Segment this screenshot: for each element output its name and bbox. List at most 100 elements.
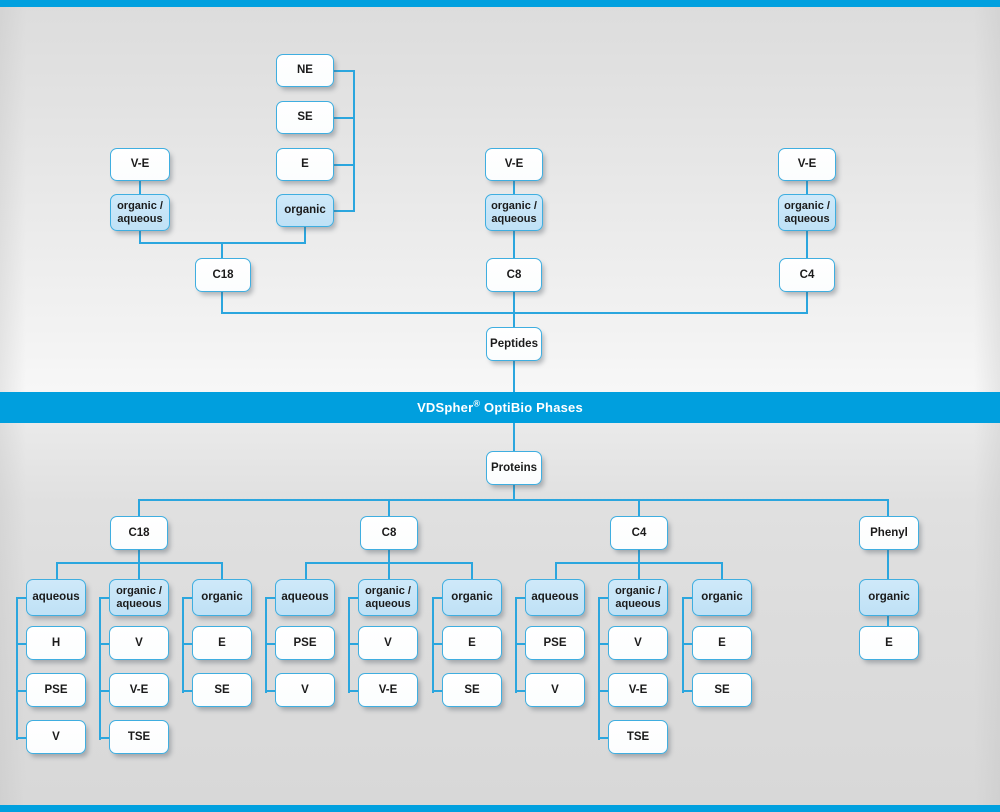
- proteins-c4-aqueous-child-v[interactable]: V: [525, 673, 585, 707]
- proteins-c18-organic-child-e[interactable]: E: [192, 626, 252, 660]
- connector: [682, 597, 694, 599]
- connector: [99, 643, 111, 645]
- proteins-c4-oa-child-tse[interactable]: TSE: [608, 720, 668, 754]
- connector: [265, 643, 277, 645]
- peptides-c4-mode-organic-aqueous[interactable]: organic / aqueous: [778, 194, 836, 231]
- connector: [304, 226, 306, 243]
- proteins-c4-mode-organic[interactable]: organic: [692, 579, 752, 616]
- connector: [221, 291, 223, 313]
- proteins-c18-mode-organic[interactable]: organic: [192, 579, 252, 616]
- box-label: Peptides: [490, 337, 538, 350]
- proteins-c8-organic-child-e[interactable]: E: [442, 626, 502, 660]
- proteins-phase-c18[interactable]: C18: [110, 516, 168, 550]
- peptides-c18-organic-child-se[interactable]: SE: [276, 101, 334, 134]
- connector: [305, 562, 307, 580]
- proteins-c8-oa-child-v-e[interactable]: V-E: [358, 673, 418, 707]
- connector: [598, 690, 610, 692]
- connector: [182, 690, 194, 692]
- proteins-c8-aqueous-child-v[interactable]: V: [275, 673, 335, 707]
- connector: [99, 690, 111, 692]
- proteins-phenyl-organic-child-e[interactable]: E: [859, 626, 919, 660]
- connector: [139, 230, 141, 243]
- connector: [638, 549, 640, 563]
- box-label: V-E: [378, 683, 398, 696]
- connector: [138, 499, 140, 517]
- peptides-root[interactable]: Peptides: [486, 327, 542, 361]
- proteins-c8-mode-organic[interactable]: organic: [442, 579, 502, 616]
- peptides-c8-oa-child-v-e[interactable]: V-E: [485, 148, 543, 181]
- proteins-c8-oa-child-v[interactable]: V: [358, 626, 418, 660]
- proteins-phase-c4[interactable]: C4: [610, 516, 668, 550]
- proteins-c4-oa-child-v[interactable]: V: [608, 626, 668, 660]
- connector: [348, 597, 360, 599]
- peptides-phase-c8[interactable]: C8: [486, 258, 542, 292]
- proteins-c18-aqueous-child-h[interactable]: H: [26, 626, 86, 660]
- peptides-phase-c4[interactable]: C4: [779, 258, 835, 292]
- brand-banner: VDSpher® OptiBio Phases: [0, 392, 1000, 423]
- box-label: aqueous: [32, 591, 80, 604]
- proteins-c18-oa-child-tse[interactable]: TSE: [109, 720, 169, 754]
- box-label: C18: [128, 526, 150, 539]
- connector: [16, 643, 28, 645]
- peptides-c18-organic-child-e[interactable]: E: [276, 148, 334, 181]
- connector: [513, 312, 515, 328]
- proteins-c4-mode-organic-aqueous[interactable]: organic / aqueous: [608, 579, 668, 616]
- proteins-c4-organic-child-e[interactable]: E: [692, 626, 752, 660]
- proteins-c4-aqueous-child-pse[interactable]: PSE: [525, 626, 585, 660]
- connector: [515, 597, 527, 599]
- proteins-c4-organic-child-se[interactable]: SE: [692, 673, 752, 707]
- proteins-c8-mode-organic-aqueous[interactable]: organic / aqueous: [358, 579, 418, 616]
- proteins-c4-mode-aqueous[interactable]: aqueous: [525, 579, 585, 616]
- box-label: V-E: [628, 683, 648, 696]
- proteins-c8-aqueous-child-pse[interactable]: PSE: [275, 626, 335, 660]
- peptides-c18-oa-child-v-e[interactable]: V-E: [110, 148, 170, 181]
- connector: [99, 737, 111, 739]
- connector: [471, 562, 473, 580]
- connector: [682, 690, 694, 692]
- box-label: SE: [464, 683, 480, 696]
- proteins-c18-oa-child-v-e[interactable]: V-E: [109, 673, 169, 707]
- peptides-c18-mode-organic-aqueous[interactable]: organic / aqueous: [110, 194, 170, 231]
- connector: [16, 597, 28, 599]
- proteins-c18-organic-child-se[interactable]: SE: [192, 673, 252, 707]
- box-label: C4: [631, 526, 647, 539]
- connector: [99, 597, 111, 599]
- box-label: V: [301, 683, 309, 696]
- proteins-c18-aqueous-child-v[interactable]: V: [26, 720, 86, 754]
- box-label-line1: organic /: [615, 585, 661, 598]
- proteins-c4-oa-child-v-e[interactable]: V-E: [608, 673, 668, 707]
- top-accent-bar: [0, 0, 1000, 7]
- box-label: organic: [201, 591, 243, 604]
- peptides-c4-oa-child-v-e[interactable]: V-E: [778, 148, 836, 181]
- proteins-root[interactable]: Proteins: [486, 451, 542, 485]
- proteins-c18-aqueous-child-pse[interactable]: PSE: [26, 673, 86, 707]
- proteins-c18-mode-organic-aqueous[interactable]: organic / aqueous: [109, 579, 169, 616]
- connector: [138, 562, 140, 580]
- proteins-c8-mode-aqueous[interactable]: aqueous: [275, 579, 335, 616]
- peptides-phase-c18[interactable]: C18: [195, 258, 251, 292]
- proteins-c8-organic-child-se[interactable]: SE: [442, 673, 502, 707]
- box-label-line2: aqueous: [117, 212, 163, 225]
- proteins-c18-oa-child-v[interactable]: V: [109, 626, 169, 660]
- connector: [265, 690, 277, 692]
- connector: [806, 180, 808, 195]
- connector: [598, 597, 600, 740]
- proteins-phenyl-mode-organic[interactable]: organic: [859, 579, 919, 616]
- box-label: TSE: [127, 730, 151, 743]
- proteins-c18-mode-aqueous[interactable]: aqueous: [26, 579, 86, 616]
- box-label: Phenyl: [870, 526, 908, 539]
- box-label: V: [634, 636, 642, 649]
- box-label: E: [301, 158, 309, 171]
- proteins-phase-c8[interactable]: C8: [360, 516, 418, 550]
- box-label: SE: [214, 683, 230, 696]
- proteins-phase-phenyl[interactable]: Phenyl: [859, 516, 919, 550]
- box-label: TSE: [626, 730, 650, 743]
- peptides-c8-mode-organic-aqueous[interactable]: organic / aqueous: [485, 194, 543, 231]
- box-label: H: [51, 636, 61, 649]
- box-label: V-E: [130, 158, 150, 171]
- peptides-c18-organic-child-ne[interactable]: NE: [276, 54, 334, 87]
- box-label: organic: [284, 204, 326, 217]
- peptides-c18-mode-organic[interactable]: organic: [276, 194, 334, 227]
- connector: [432, 597, 434, 693]
- connector: [515, 690, 527, 692]
